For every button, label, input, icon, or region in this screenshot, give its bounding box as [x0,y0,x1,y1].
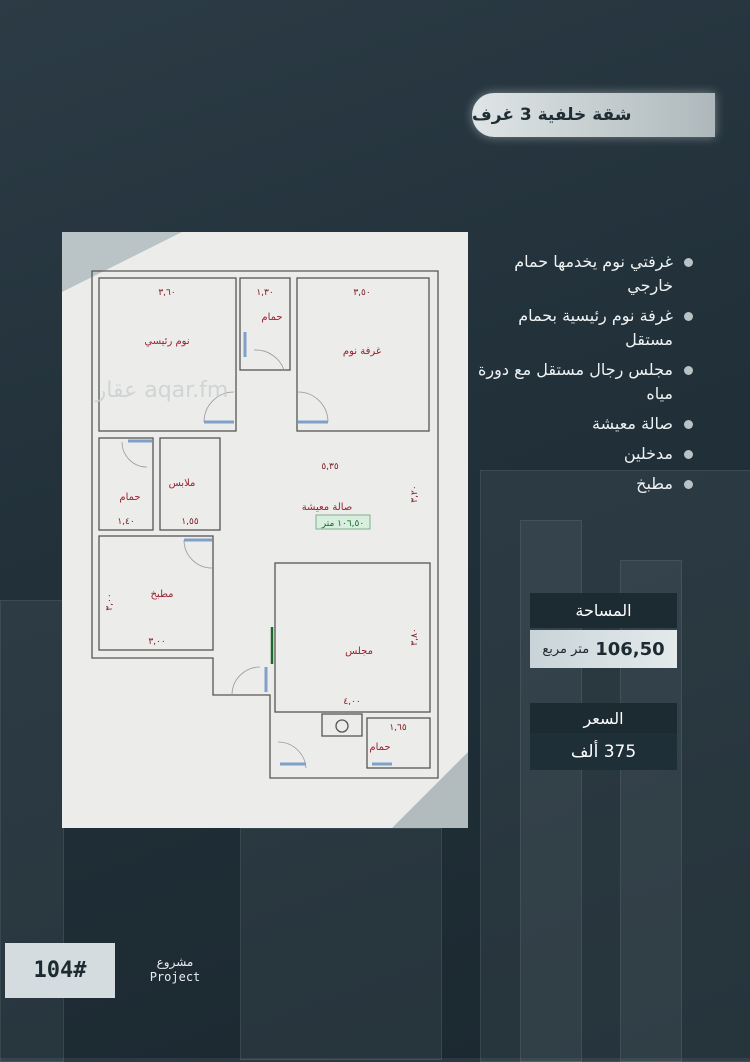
project-number: 104# [5,943,115,998]
outer-wall [91,270,439,779]
room-label-majlis: مجلس [345,646,373,657]
room-closet [159,437,221,531]
room-majlis [274,562,431,713]
area-unit: متر مربع [542,641,590,657]
room-label-closet: ملابس [169,478,196,489]
room-bath-top [239,277,291,371]
room-label-kitchen: مطبخ [150,589,173,600]
dim-label: ٣,٠٠ [148,637,165,647]
dim-label: ٣,٠٠ [105,593,115,610]
room-label-bedroom: غرفة نوم [343,346,381,357]
project-label: مشروع Project [149,955,201,984]
dim-label: ٣,٢٠ [410,485,420,502]
dim-label: ١,٦٥ [389,723,407,733]
room-master [98,277,237,432]
bullet-icon [684,312,693,321]
dim-label: ٣,٥٠ [353,288,370,298]
dim-label: ٣,٦٠ [158,288,175,298]
dim-label: ٤,٠٠ [343,697,360,707]
dim-label: ١,٤٠ [117,517,134,527]
feature-item: صالة معيشة [470,412,695,436]
area-label: المساحة [530,593,677,628]
room-label-bath-top: حمام [261,312,282,323]
listing-title: شقة خلفية 3 غرف [472,93,715,137]
dim-label: ١,٣٠ [256,288,273,298]
living-area-label: ١٠٦,٥٠ متر [321,519,364,529]
area-value-box: 106,50 متر مربع [530,630,677,668]
room-bath-bottom [366,717,431,769]
room-bath-left [98,437,154,531]
room-bedroom [296,277,430,432]
bullet-icon [684,480,693,489]
dim-label: ٣,٨٠ [410,628,420,645]
feature-item: غرفة نوم رئيسية بحمام مستقل [470,304,695,352]
bullet-icon [684,420,693,429]
price-label: السعر [530,703,677,733]
room-kitchen [98,535,214,651]
price-value: 375 ألف [530,733,677,770]
room-label-master: نوم رئيسي [144,336,189,347]
dim-label: ١,٥٥ [181,517,199,527]
bullet-icon [684,450,693,459]
room-label-living: صالة معيشة [302,502,353,513]
features-list: غرفتي نوم يخدمها حمام خارجي غرفة نوم رئي… [470,250,695,502]
floor-plan-drawing: عقار aqar.fm نوم رئيسي حمام غرفة نوم حما… [62,232,468,828]
floor-plan: عقار aqar.fm نوم رئيسي حمام غرفة نوم حما… [62,232,468,828]
feature-item: مدخلين [470,442,695,466]
watermark: عقار aqar.fm [95,378,229,403]
feature-item: غرفتي نوم يخدمها حمام خارجي [470,250,695,298]
dim-label: ٥,٣٥ [321,462,339,472]
feature-item: مجلس رجال مستقل مع دورة مياه [470,358,695,406]
area-value: 106,50 [595,638,665,660]
feature-item: مطبخ [470,472,695,496]
bullet-icon [684,258,693,267]
room-label-bath-left: حمام [119,492,140,503]
bullet-icon [684,366,693,375]
room-label-bath-bottom: حمام [369,742,390,753]
